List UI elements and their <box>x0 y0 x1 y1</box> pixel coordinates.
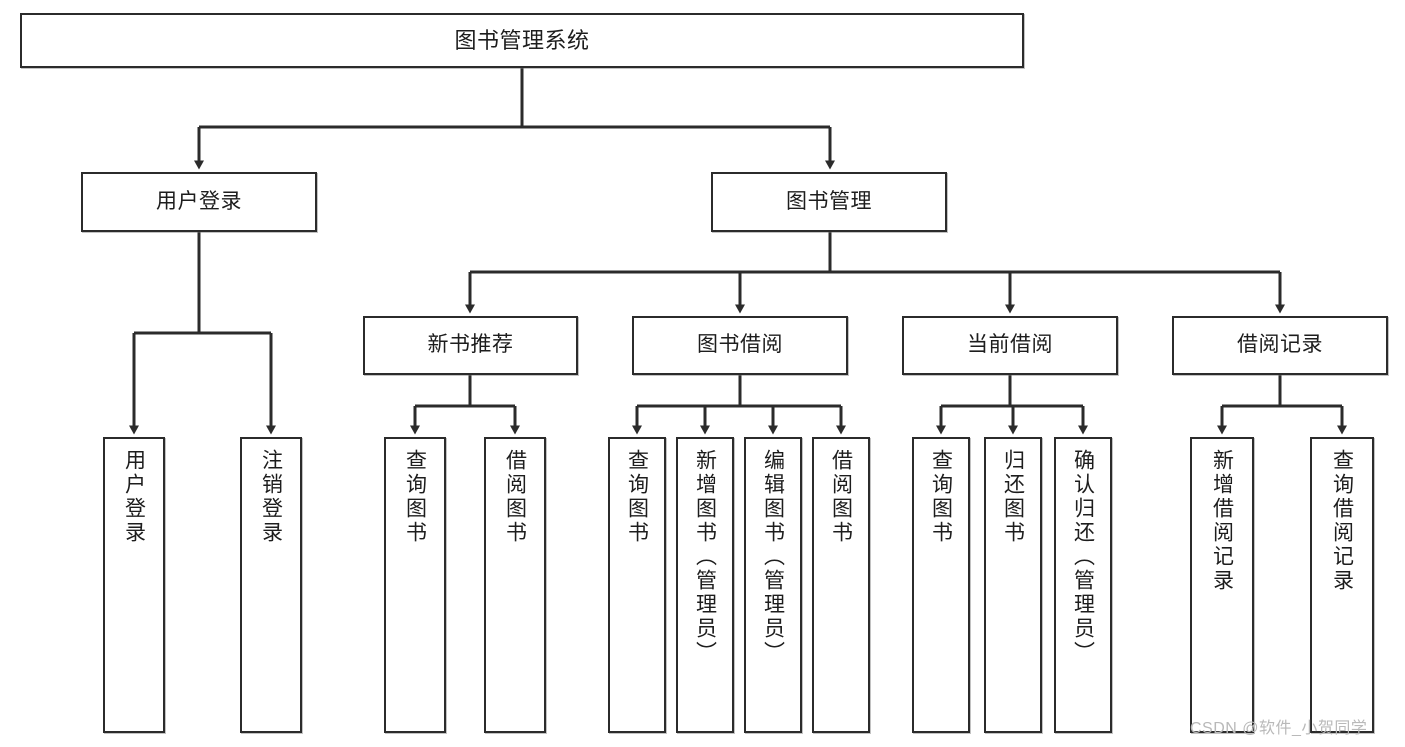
node-label: 确认归还（管理员） <box>1071 449 1095 665</box>
node-label: 注销登录 <box>259 449 283 545</box>
node-label: 借阅图书 <box>829 449 853 545</box>
node-user-login[interactable]: 用户登录 <box>81 172 317 232</box>
node-borrow-records[interactable]: 借阅记录 <box>1172 316 1388 375</box>
node-label: 当前借阅 <box>967 333 1053 357</box>
node-leaf-query-book-borrow[interactable]: 查询图书 <box>608 437 666 733</box>
node-leaf-query-book-recommend[interactable]: 查询图书 <box>384 437 446 733</box>
node-leaf-add-book-admin[interactable]: 新增图书（管理员） <box>676 437 734 733</box>
node-leaf-edit-book-admin[interactable]: 编辑图书（管理员） <box>744 437 802 733</box>
node-label: 图书管理 <box>786 189 872 213</box>
node-book-management-system[interactable]: 图书管理系统 <box>20 13 1024 68</box>
node-leaf-query-borrow-record[interactable]: 查询借阅记录 <box>1310 437 1374 733</box>
node-book-management[interactable]: 图书管理 <box>711 172 947 232</box>
node-leaf-user-login[interactable]: 用户登录 <box>103 437 165 733</box>
node-label: 编辑图书（管理员） <box>761 449 785 665</box>
node-label: 用户登录 <box>122 449 146 545</box>
node-leaf-return-book[interactable]: 归还图书 <box>984 437 1042 733</box>
node-label: 归还图书 <box>1001 449 1025 545</box>
node-label: 查询图书 <box>625 449 649 545</box>
node-leaf-confirm-return-admin[interactable]: 确认归还（管理员） <box>1054 437 1112 733</box>
node-current-borrow[interactable]: 当前借阅 <box>902 316 1118 375</box>
node-label: 借阅记录 <box>1237 333 1323 357</box>
node-label: 借阅图书 <box>503 449 527 545</box>
node-label: 新书推荐 <box>427 333 514 357</box>
node-label: 查询借阅记录 <box>1330 449 1354 593</box>
node-label: 查询图书 <box>403 449 427 545</box>
node-leaf-logout[interactable]: 注销登录 <box>240 437 302 733</box>
node-leaf-add-borrow-record[interactable]: 新增借阅记录 <box>1190 437 1254 733</box>
node-label: 查询图书 <box>929 449 953 545</box>
node-new-book-recommend[interactable]: 新书推荐 <box>363 316 578 375</box>
node-label: 新增图书（管理员） <box>693 449 717 665</box>
node-label: 图书管理系统 <box>454 27 590 53</box>
node-label: 用户登录 <box>156 189 242 213</box>
node-leaf-borrow-book[interactable]: 借阅图书 <box>812 437 870 733</box>
node-label: 新增借阅记录 <box>1210 449 1234 593</box>
node-label: 图书借阅 <box>697 333 783 357</box>
node-leaf-borrow-book-recommend[interactable]: 借阅图书 <box>484 437 546 733</box>
node-leaf-query-book-current[interactable]: 查询图书 <box>912 437 970 733</box>
node-book-borrow[interactable]: 图书借阅 <box>632 316 848 375</box>
